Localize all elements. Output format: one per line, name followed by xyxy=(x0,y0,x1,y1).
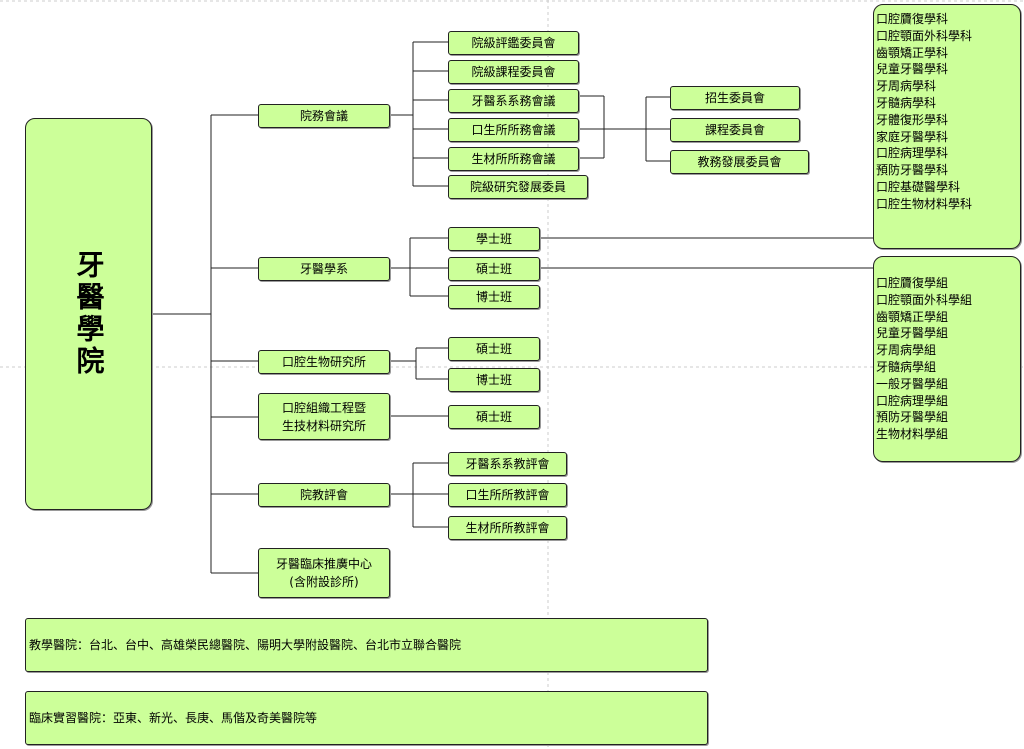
node-eval: 院教評會 xyxy=(258,483,390,507)
subject-item: 口腔基礎醫學科 xyxy=(876,179,961,194)
group-item: 口腔贗復學組 xyxy=(876,276,949,290)
subject-item: 牙周病學科 xyxy=(876,79,937,94)
subject-item: 家庭牙醫學科 xyxy=(876,129,949,144)
subject-item: 牙體復形學科 xyxy=(876,112,949,127)
teaching-hospitals-box: 教學醫院：台北、台中、高雄榮民總醫院、陽明大學附設醫院、台北市立聯合醫院 xyxy=(25,618,708,672)
group-item: 齒顎矯正學組 xyxy=(876,309,949,324)
committee-item-label: 教務發展委員會 xyxy=(697,154,782,169)
clinical-hospitals-box: 臨床實習醫院：亞東、新光、長庚、馬偕及奇美醫院等 xyxy=(25,691,708,745)
committee-item-label: 招生委員會 xyxy=(704,90,765,105)
eval-item: 生材所所教評會 xyxy=(448,516,567,540)
group-item: 預防牙醫學組 xyxy=(876,410,949,425)
council-item-label: 生材所所務會議 xyxy=(471,151,556,166)
node-dept-label: 牙醫學系 xyxy=(299,261,348,276)
degree-item-label: 博士班 xyxy=(475,289,512,304)
subject-item: 齒顎矯正學科 xyxy=(876,45,949,60)
degree-item-label: 學士班 xyxy=(475,231,512,246)
degree-item-label: 碩士班 xyxy=(475,409,512,424)
council-item-label: 院級課程委員會 xyxy=(471,64,556,79)
degree-item-label: 碩士班 xyxy=(475,261,512,276)
node-clinic: 牙醫臨床推廣中心 (含附設診所) xyxy=(258,548,390,598)
group-item: 口腔病理學組 xyxy=(876,393,949,408)
council-item-label: 口生所所務會議 xyxy=(471,122,556,137)
group-item: 兒童牙醫學組 xyxy=(876,326,949,341)
groups-list: 口腔贗復學組 口腔顎面外科學組 齒顎矯正學組 兒童牙醫學組 牙周病學組 牙髓病學… xyxy=(873,256,1021,462)
council-item-label: 院級研究發展委員 xyxy=(469,179,566,194)
node-oralbio: 口腔生物研究所 xyxy=(258,350,390,374)
degree-item: 博士班 xyxy=(448,368,540,392)
eval-item: 牙醫系系教評會 xyxy=(448,452,567,476)
node-tissue: 口腔組織工程暨 生技材料研究所 xyxy=(258,393,390,440)
group-item: 牙髓病學組 xyxy=(876,359,937,374)
subject-item: 口腔病理學科 xyxy=(876,146,949,161)
degree-item: 碩士班 xyxy=(448,257,540,281)
council-item: 口生所所務會議 xyxy=(448,118,579,142)
degree-item: 碩士班 xyxy=(448,337,540,361)
committee-item: 課程委員會 xyxy=(670,118,800,142)
node-tissue-label: 口腔組織工程暨 生技材料研究所 xyxy=(281,400,366,433)
council-item: 生材所所務會議 xyxy=(448,147,579,171)
node-dept: 牙醫學系 xyxy=(258,257,390,281)
subject-item: 兒童牙醫學科 xyxy=(876,62,949,77)
degree-item-label: 碩士班 xyxy=(475,341,512,356)
committee-item: 教務發展委員會 xyxy=(670,150,809,174)
degree-item: 碩士班 xyxy=(448,405,540,429)
council-item: 院級課程委員會 xyxy=(448,60,579,84)
council-item: 院級研究發展委員 xyxy=(448,175,588,199)
eval-item-label: 口生所所教評會 xyxy=(465,487,550,502)
subject-item: 牙髓病學科 xyxy=(876,95,937,110)
group-item: 生物材料學組 xyxy=(876,427,949,442)
council-item-label: 院級評鑑委員會 xyxy=(471,35,556,50)
eval-item-label: 生材所所教評會 xyxy=(465,520,550,535)
clinical-hospitals-label: 臨床實習醫院：亞東、新光、長庚、馬偕及奇美醫院等 xyxy=(29,710,318,725)
degree-item-label: 博士班 xyxy=(475,372,512,387)
root-label: 牙醫學院 xyxy=(72,250,106,378)
node-oralbio-label: 口腔生物研究所 xyxy=(281,354,366,369)
node-council: 院務會議 xyxy=(258,104,390,128)
root-node: 牙醫學院 xyxy=(25,118,152,510)
group-item: 口腔顎面外科學組 xyxy=(876,292,973,307)
group-item: 一般牙醫學組 xyxy=(876,376,949,391)
node-clinic-label: 牙醫臨床推廣中心 (含附設診所) xyxy=(275,557,372,589)
subjects-list: 口腔贗復學科 口腔顎面外科學科 齒顎矯正學科 兒童牙醫學科 牙周病學科 牙髓病學… xyxy=(873,4,1021,249)
eval-item-label: 牙醫系系教評會 xyxy=(465,456,550,471)
subject-item: 口腔贗復學科 xyxy=(876,12,949,26)
committee-item: 招生委員會 xyxy=(670,86,800,110)
node-council-label: 院務會議 xyxy=(299,108,348,123)
node-eval-label: 院教評會 xyxy=(299,487,348,502)
group-item: 牙周病學組 xyxy=(876,343,937,358)
subject-item: 口腔生物材料學科 xyxy=(876,196,973,211)
subject-item: 預防牙醫學科 xyxy=(876,163,949,178)
degree-item: 學士班 xyxy=(448,227,540,251)
eval-item: 口生所所教評會 xyxy=(448,483,567,507)
degree-item: 博士班 xyxy=(448,285,540,309)
council-item: 牙醫系系務會議 xyxy=(448,89,579,113)
council-item-label: 牙醫系系務會議 xyxy=(471,93,556,108)
teaching-hospitals-label: 教學醫院：台北、台中、高雄榮民總醫院、陽明大學附設醫院、台北市立聯合醫院 xyxy=(29,637,462,652)
council-item: 院級評鑑委員會 xyxy=(448,31,579,55)
committee-item-label: 課程委員會 xyxy=(704,122,765,137)
subject-item: 口腔顎面外科學科 xyxy=(876,28,973,43)
